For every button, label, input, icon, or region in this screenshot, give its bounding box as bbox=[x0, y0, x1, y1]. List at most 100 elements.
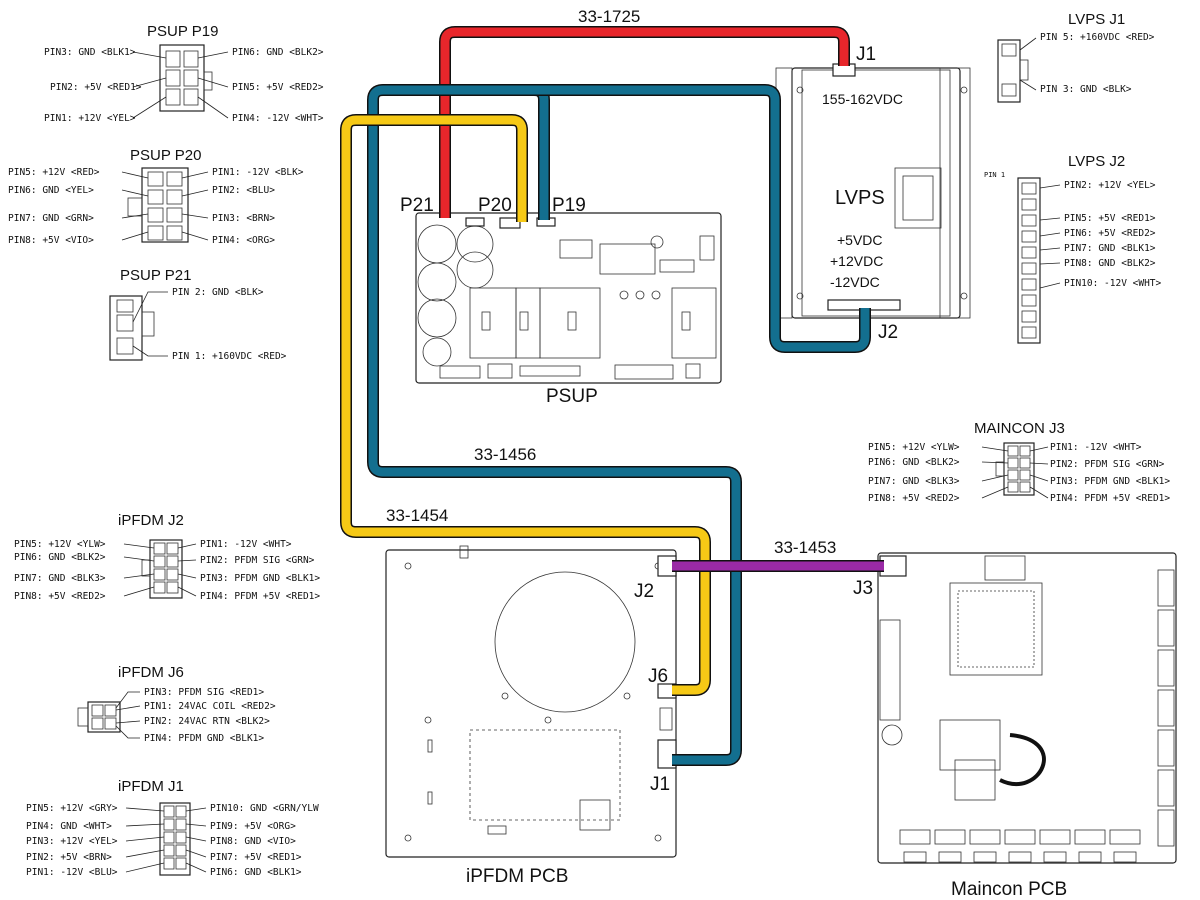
lvps-j1-pin5: PIN 5: +160VDC <RED> bbox=[1040, 32, 1155, 43]
ipfdm-j2-pin2: PIN2: PFDM SIG <GRN> bbox=[200, 555, 315, 566]
ipfdm-j6-pin4: PIN4: PFDM GND <BLK1> bbox=[144, 733, 264, 744]
lvps-j1-title: LVPS J1 bbox=[1068, 11, 1125, 28]
ipfdm-j1-pin9: PIN9: +5V <ORG> bbox=[210, 821, 296, 832]
lvps-unit: 155-162VDC LVPS +5VDC +12VDC -12VDC bbox=[775, 63, 971, 319]
psup-p19-pin3: PIN3: GND <BLK1> bbox=[44, 47, 136, 58]
psup-p20-title: PSUP P20 bbox=[130, 147, 201, 164]
ipfdm-j1-pin5: PIN5: +12V <GRY> bbox=[26, 803, 118, 814]
lvps-out-5v: +5VDC bbox=[837, 232, 883, 248]
lvps-j2-pinout: LVPS J2 PIN 1 PIN2: +12V <YEL> PIN5: +5V… bbox=[984, 153, 1162, 344]
lvps-j2-pin5: PIN5: +5V <RED1> bbox=[1064, 213, 1156, 224]
maincon-j3-pin3: PIN3: PFDM GND <BLK1> bbox=[1050, 476, 1170, 487]
psup-p20-pin2: PIN2: <BLU> bbox=[212, 185, 275, 196]
lvps-j2-pin10: PIN10: -12V <WHT> bbox=[1064, 278, 1162, 289]
lvps-input-voltage: 155-162VDC bbox=[822, 91, 903, 107]
lvps-j2-pin6: PIN6: +5V <RED2> bbox=[1064, 228, 1156, 239]
ipfdm-j6-title: iPFDM J6 bbox=[118, 664, 184, 681]
psup-p19-pin5: PIN5: +5V <RED2> bbox=[232, 82, 324, 93]
ipfdm-j1-pin4: PIN4: GND <WHT> bbox=[26, 821, 112, 832]
ipfdm-board: iPFDM PCB bbox=[385, 545, 677, 887]
psup-board: PSUP bbox=[415, 212, 722, 407]
ipfdm-j2-pin7: PIN7: GND <BLK3> bbox=[14, 573, 106, 584]
cable-33-1456 bbox=[367, 84, 871, 766]
psup-p19-pin2: PIN2: +5V <RED1> bbox=[50, 82, 142, 93]
psup-p21-pin1: PIN 1: +160VDC <RED> bbox=[172, 351, 287, 362]
psup-p20-label: P20 bbox=[478, 195, 512, 216]
lvps-j2-pin1-tag: PIN 1 bbox=[984, 171, 1005, 179]
ipfdm-j1-pin2: PIN2: +5V <BRN> bbox=[26, 852, 112, 863]
cable-label-33-1456: 33-1456 bbox=[474, 445, 536, 464]
psup-p19-label: P19 bbox=[552, 195, 586, 216]
maincon-j3-pin6: PIN6: GND <BLK2> bbox=[868, 457, 960, 468]
lvps-j2-pin2: PIN2: +12V <YEL> bbox=[1064, 180, 1156, 191]
maincon-j3-pin8: PIN8: +5V <RED2> bbox=[868, 493, 960, 504]
ipfdm-j2-title: iPFDM J2 bbox=[118, 512, 184, 529]
cable-label-33-1454: 33-1454 bbox=[386, 506, 448, 525]
yellow-cable-path bbox=[341, 115, 710, 695]
maincon-bottom-connectors bbox=[899, 829, 1141, 863]
lvps-out-12v: +12VDC bbox=[830, 253, 883, 269]
ipfdm-j2-label: J2 bbox=[634, 581, 654, 602]
ipfdm-j1-title: iPFDM J1 bbox=[118, 778, 184, 795]
ipfdm-j1-pin3: PIN3: +12V <YEL> bbox=[26, 836, 118, 847]
red-cable-path bbox=[440, 27, 849, 218]
maincon-j3-pin7: PIN7: GND <BLK3> bbox=[868, 476, 960, 487]
psup-board-label: PSUP bbox=[546, 386, 598, 407]
ipfdm-j6-pin3: PIN3: PFDM SIG <RED1> bbox=[144, 687, 264, 698]
ipfdm-j2-pinout: iPFDM J2 PIN5: +12V <YLW> PIN1: -12V <WH… bbox=[14, 512, 320, 602]
maincon-board: Maincon PCB bbox=[877, 552, 1177, 900]
psup-p21-pin2: PIN 2: GND <BLK> bbox=[172, 287, 264, 298]
ipfdm-j2-pin6: PIN6: GND <BLK2> bbox=[14, 552, 106, 563]
ipfdm-j2-pin8: PIN8: +5V <RED2> bbox=[14, 591, 106, 602]
blue-cable-path-lvps bbox=[534, 85, 870, 352]
ipfdm-j2-pin5: PIN5: +12V <YLW> bbox=[14, 539, 106, 550]
lvps-j1-label: J1 bbox=[856, 44, 876, 65]
lvps-j1-pin3: PIN 3: GND <BLK> bbox=[1040, 84, 1132, 95]
lvps-j2-pin7: PIN7: GND <BLK1> bbox=[1064, 243, 1156, 254]
psup-p21-title: PSUP P21 bbox=[120, 267, 191, 284]
cable-33-1454 bbox=[340, 114, 711, 696]
maincon-board-label: Maincon PCB bbox=[951, 879, 1067, 900]
psup-p20-pinout: PSUP P20 PIN5: +12V <RED> PIN1: -12V <BL… bbox=[8, 147, 304, 246]
maincon-right-connectors bbox=[1157, 569, 1175, 847]
lvps-label: LVPS bbox=[835, 187, 885, 209]
ipfdm-j1-pinout: iPFDM J1 PIN5: +12V <GRY> PIN10: GND <GR… bbox=[26, 778, 319, 878]
psup-p20-pin3: PIN3: <BRN> bbox=[212, 213, 275, 224]
ipfdm-j6-pinout: iPFDM J6 PIN3: PFDM SIG <RED1> PIN1: 24V… bbox=[77, 664, 276, 744]
maincon-j3-pin1: PIN1: -12V <WHT> bbox=[1050, 442, 1142, 453]
lvps-j2-pin8: PIN8: GND <BLK2> bbox=[1064, 258, 1156, 269]
psup-p20-pin1: PIN1: -12V <BLK> bbox=[212, 167, 304, 178]
psup-p21-label: P21 bbox=[400, 195, 434, 216]
psup-p20-pin6: PIN6: GND <YEL> bbox=[8, 185, 94, 196]
psup-p20-pin8: PIN8: +5V <VIO> bbox=[8, 235, 94, 246]
psup-p19-title: PSUP P19 bbox=[147, 23, 218, 40]
ipfdm-j1-pin6: PIN6: GND <BLK1> bbox=[210, 867, 302, 878]
lvps-out-neg12v: -12VDC bbox=[830, 274, 880, 290]
maincon-j3-label: J3 bbox=[853, 578, 873, 599]
ipfdm-j2-pin4: PIN4: PFDM +5V <RED1> bbox=[200, 591, 320, 602]
psup-p20-pin4: PIN4: <ORG> bbox=[212, 235, 275, 246]
cable-33-1725 bbox=[439, 26, 850, 218]
lvps-j1-pinout: LVPS J1 PIN 5: +160VDC <RED> PIN 3: GND … bbox=[997, 11, 1155, 103]
ipfdm-j1-label: J1 bbox=[650, 774, 670, 795]
ipfdm-j6-pin2: PIN2: 24VAC RTN <BLK2> bbox=[144, 716, 270, 727]
ipfdm-j1-pin7: PIN7: +5V <RED1> bbox=[210, 852, 302, 863]
ipfdm-j1-pin1: PIN1: -12V <BLU> bbox=[26, 867, 118, 878]
psup-p20-pin7: PIN7: GND <GRN> bbox=[8, 213, 94, 224]
maincon-j3-title: MAINCON J3 bbox=[974, 420, 1065, 437]
cable-label-33-1725: 33-1725 bbox=[578, 7, 640, 26]
maincon-j3-pin5: PIN5: +12V <YLW> bbox=[868, 442, 960, 453]
maincon-j3-pin2: PIN2: PFDM SIG <GRN> bbox=[1050, 459, 1165, 470]
psup-p19-pin6: PIN6: GND <BLK2> bbox=[232, 47, 324, 58]
ipfdm-j6-pin1: PIN1: 24VAC COIL <RED2> bbox=[144, 701, 276, 712]
ipfdm-board-label: iPFDM PCB bbox=[466, 866, 568, 887]
psup-p19-pinout: PSUP P19 PIN3: GND <BLK1> PIN6: GND <BLK… bbox=[44, 23, 324, 124]
ipfdm-j2-pin1: PIN1: -12V <WHT> bbox=[200, 539, 292, 550]
cables bbox=[340, 26, 884, 766]
lvps-j2-label: J2 bbox=[878, 322, 898, 343]
ipfdm-j6-label: J6 bbox=[648, 666, 668, 687]
psup-p21-pinout: PSUP P21 PIN 2: GND <BLK> PIN 1: +160VDC… bbox=[109, 267, 287, 362]
ipfdm-j2-pin3: PIN3: PFDM GND <BLK1> bbox=[200, 573, 320, 584]
